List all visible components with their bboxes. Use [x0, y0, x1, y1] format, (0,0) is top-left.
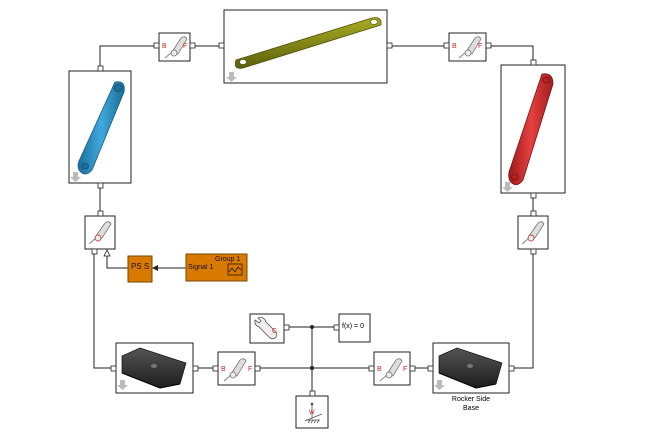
solver-config-block[interactable]: C — [249, 313, 285, 344]
signal-builder-title: Group 1 — [215, 256, 241, 263]
solver-config-icon — [254, 317, 278, 340]
port-label-world: W — [309, 410, 315, 416]
revolute-joint-icon — [164, 36, 188, 59]
arrow-down-icon — [117, 380, 128, 390]
revolute-joint-icon — [458, 36, 482, 59]
rocker-side-base-caption: Rocker Side Base — [433, 395, 509, 413]
port-label-c: C — [272, 328, 277, 335]
port-label-base: B — [377, 366, 382, 373]
revolute-joint-bottom-right[interactable]: B F — [373, 351, 411, 386]
arrow-left-icon — [152, 265, 158, 271]
world-frame-block[interactable]: W — [295, 395, 329, 429]
port-markers — [91, 42, 537, 397]
ps-converter-block[interactable] — [127, 255, 153, 283]
revolute-joint-left[interactable] — [84, 215, 116, 250]
solver-equation-block[interactable] — [338, 313, 371, 343]
port-label-follower: F — [183, 43, 187, 50]
arrow-down-icon — [70, 172, 81, 182]
right-link-block[interactable] — [500, 64, 566, 194]
revolute-joint-icon — [223, 358, 247, 382]
solver-equation-label: f(x) = 0 — [342, 323, 364, 330]
revolute-joint-icon — [88, 221, 112, 245]
world-frame-icon — [304, 402, 323, 424]
caption-line-1: Rocker Side — [451, 396, 491, 403]
wire-ps-to-left-joint — [106, 252, 128, 269]
revolute-joint-icon — [521, 221, 545, 245]
port-label-base: B — [221, 366, 226, 373]
signal-waveform-icon — [227, 263, 243, 276]
arrow-down-icon — [434, 380, 445, 390]
signal-builder-block[interactable] — [185, 253, 248, 282]
revolute-joint-bottom-left[interactable]: B F — [217, 351, 256, 386]
port-label-base: B — [452, 43, 457, 50]
port-label-follower: F — [478, 43, 482, 50]
revolute-joint-top-left[interactable]: B F — [158, 32, 191, 62]
caption-line-2: Base — [463, 405, 479, 412]
right-base-block[interactable] — [432, 342, 510, 394]
revolute-joint-right[interactable] — [517, 215, 549, 250]
arrow-down-icon — [502, 182, 513, 192]
revolute-joint-icon — [379, 358, 403, 382]
wire-right-joint-to-base — [509, 249, 534, 369]
signal-builder-signal-name: Signal 1 — [188, 264, 214, 271]
left-base-block[interactable] — [115, 342, 194, 394]
wire-tr-joint-to-right-link — [486, 45, 534, 65]
ps-converter-label: PS S — [131, 262, 150, 271]
port-label-follower: F — [248, 366, 252, 373]
arrow-up-icon — [103, 249, 111, 257]
wire-tl-joint-to-left-link — [99, 45, 159, 71]
wire-left-joint-to-base — [93, 249, 116, 369]
left-link-block[interactable] — [68, 70, 132, 184]
arrow-down-icon — [226, 72, 237, 82]
port-label-base: B — [162, 43, 167, 50]
revolute-joint-top-right[interactable]: B F — [448, 32, 487, 62]
port-label-follower: F — [403, 366, 407, 373]
top-link-block[interactable] — [223, 9, 388, 84]
junction-dots — [310, 325, 314, 370]
